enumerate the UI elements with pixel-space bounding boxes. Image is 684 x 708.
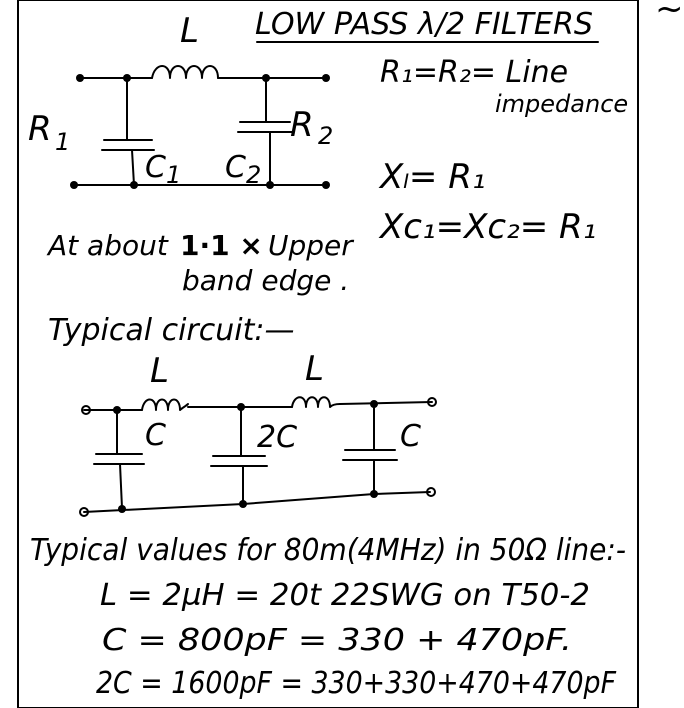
c1-label: C xyxy=(145,150,166,185)
mid-bottom-node-c xyxy=(370,490,378,498)
page-title: LOW PASS λ/2 FILTERS xyxy=(255,7,593,42)
mid-bottom-rail xyxy=(83,491,431,513)
mid-inductor-right-label: L xyxy=(305,349,324,389)
bottom-right-terminal xyxy=(322,181,330,189)
c1-lead-bottom xyxy=(131,149,135,186)
mid-bottom-right-terminal xyxy=(426,487,436,497)
r2-subscript: 2 xyxy=(318,122,333,150)
bottom-left-terminal xyxy=(70,181,78,189)
top-inductor xyxy=(151,65,219,79)
mid-bottom-left-terminal xyxy=(79,507,89,517)
mid-c-left-lead-bottom xyxy=(119,463,123,509)
r2-label: R xyxy=(290,105,314,145)
mid-top-left-terminal xyxy=(81,405,91,415)
top-right-terminal xyxy=(322,74,330,82)
typical-circuit-label: Typical circuit:— xyxy=(48,313,294,348)
value-line-inductor: L = 2µH = 20t 22SWG on T50-2 xyxy=(100,578,590,613)
value-line-capacitor: C = 800pF = 330 + 470pF. xyxy=(102,623,572,658)
mid-c-center-label: 2C xyxy=(257,420,297,455)
impedance-note-line1: R₁=R₂= Line xyxy=(380,55,568,90)
r1-subscript: 1 xyxy=(55,128,70,156)
c2-subscript: 2 xyxy=(246,161,261,189)
mid-top-rail-right xyxy=(339,401,433,405)
typical-values-label: Typical values for 80m(4MHz) in 50Ω line… xyxy=(30,533,626,568)
reactance-eq-capacitors: Xᴄ₁=Xᴄ₂= R₁ xyxy=(378,207,596,247)
mid-inductor-right xyxy=(291,396,341,408)
top-circuit: L R 1 R 2 C 1 C 2 xyxy=(28,11,333,189)
mid-c-right-label: C xyxy=(400,419,421,454)
c1-subscript: 1 xyxy=(166,161,181,189)
value-line-double-capacitor: 2C = 1600pF = 330+330+470+470pF xyxy=(96,666,617,701)
bottom-node-left xyxy=(130,181,138,189)
mid-top-right-terminal xyxy=(427,397,437,407)
mid-bottom-node-a xyxy=(118,505,126,513)
top-inductor-label: L xyxy=(180,11,199,51)
r1-label: R xyxy=(28,109,52,149)
above-prefix: At about xyxy=(46,229,169,262)
bottom-node-right xyxy=(266,181,274,189)
mid-c-left-label: C xyxy=(145,418,166,453)
above-suffix: Upper xyxy=(268,229,354,262)
top-left-terminal xyxy=(76,74,84,82)
mid-bottom-node-b xyxy=(239,500,247,508)
c2-label: C xyxy=(225,150,246,185)
above-multiplier: 1·1 × xyxy=(180,229,263,262)
corner-mark: ~ xyxy=(655,0,684,29)
impedance-note-line2: impedance xyxy=(495,90,628,118)
mid-inductor-left-label: L xyxy=(150,351,169,391)
page-border xyxy=(17,0,639,708)
reactance-eq-inductor: Xₗ= R₁ xyxy=(378,157,486,197)
above-line2: band edge . xyxy=(182,264,349,297)
middle-circuit: L L C 2C C xyxy=(79,349,437,517)
mid-inductor-left xyxy=(141,398,189,411)
